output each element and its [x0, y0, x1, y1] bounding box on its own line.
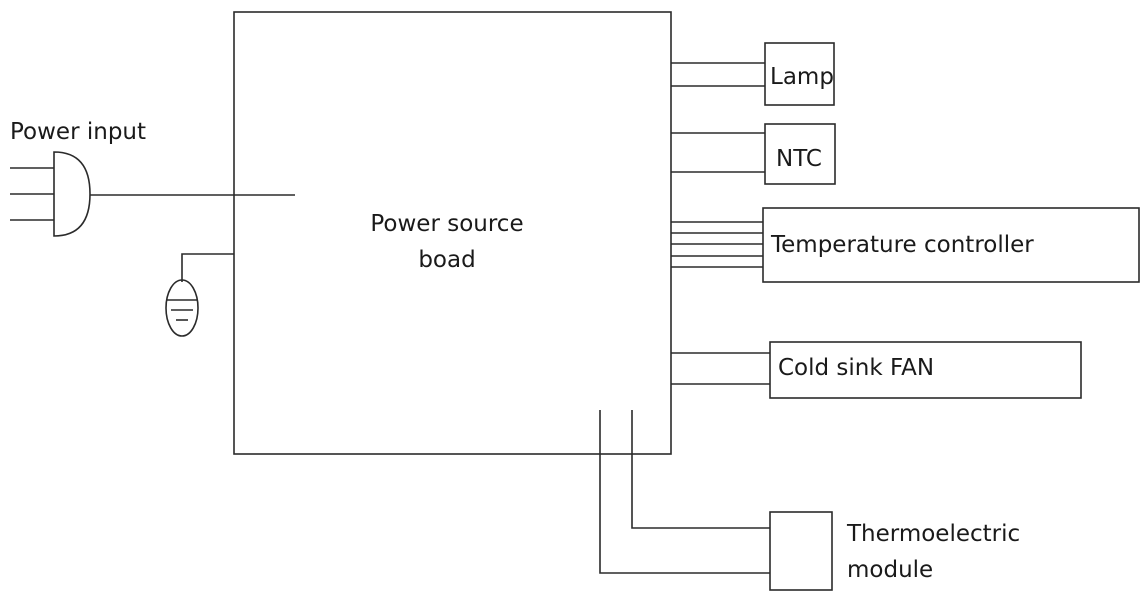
plug-icon — [10, 151, 91, 237]
lamp-label: Lamp — [770, 64, 834, 90]
cold-sink-fan-connection — [671, 352, 770, 385]
power-source-board-box — [233, 11, 672, 455]
temperature-controller-connection — [671, 221, 763, 268]
power-source-board-label: Power source boad — [347, 206, 547, 278]
thermoelectric-module-box — [769, 511, 833, 591]
ntc-box — [764, 123, 836, 185]
cold-sink-fan-box — [769, 341, 1082, 399]
ntc-connection — [671, 132, 765, 173]
cold-sink-fan-label: Cold sink FAN — [778, 355, 935, 381]
lamp-connection — [671, 62, 765, 87]
power-source-line-1: Power source — [370, 211, 524, 237]
ground-icon — [165, 253, 234, 337]
thermoelectric-module-label: Thermoelectric module — [847, 516, 1067, 588]
thermoelectric-line-1: Thermoelectric — [847, 521, 1021, 547]
thermoelectric-connection — [599, 410, 770, 574]
temperature-controller-label: Temperature controller — [771, 232, 1034, 258]
thermoelectric-line-2: module — [847, 557, 934, 583]
power-input-label: Power input — [10, 119, 147, 145]
temperature-controller-box — [762, 207, 1140, 283]
power-source-line-2: boad — [418, 247, 476, 273]
lamp-box — [764, 42, 835, 106]
ntc-label: NTC — [776, 146, 822, 172]
